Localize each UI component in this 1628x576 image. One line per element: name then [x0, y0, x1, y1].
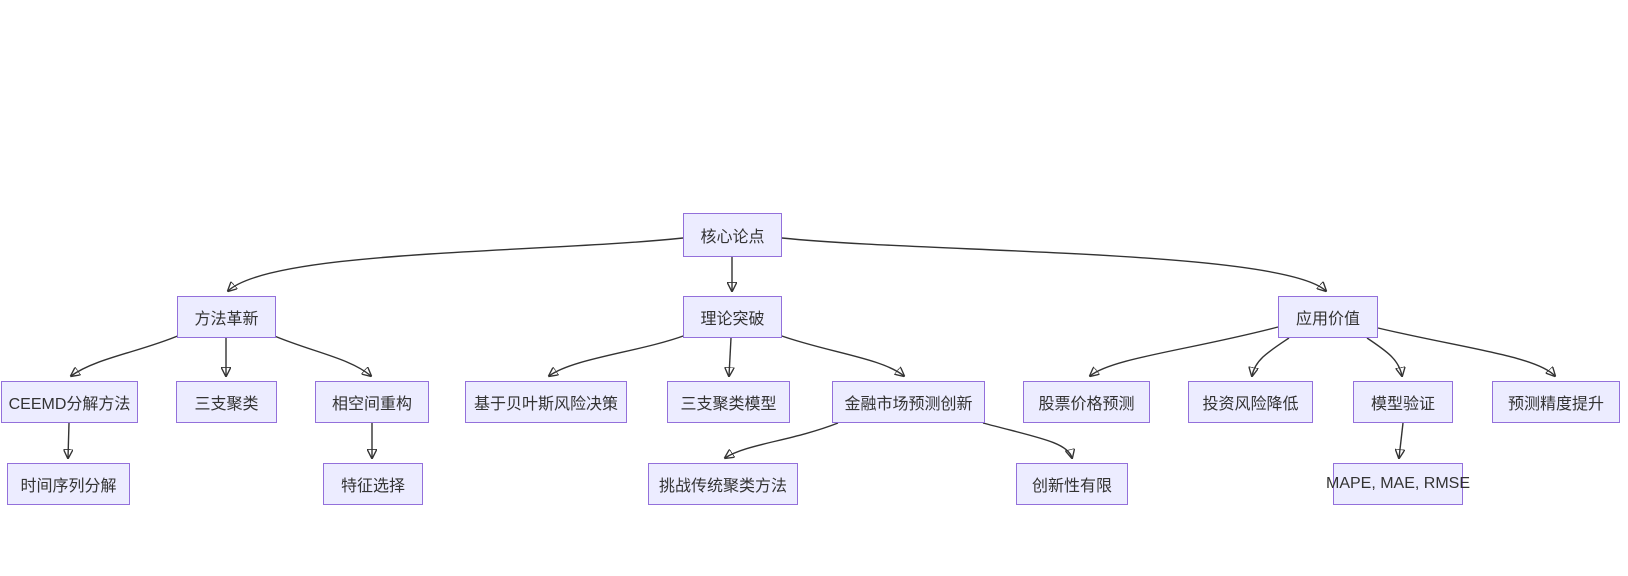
edge-application-to-stock-price [1090, 326, 1279, 376]
node-limited-novelty: 创新性有限 [1016, 463, 1128, 505]
edge-theory-to-financial-market [778, 334, 904, 376]
node-challenge-traditional-clustering: 挑战传统聚类方法 [648, 463, 798, 505]
node-core-thesis: 核心论点 [683, 213, 782, 257]
edge-theory-to-clustering-model [729, 337, 731, 376]
node-label: 特征选择 [340, 478, 405, 495]
edge-financial-to-challenge-clustering [725, 422, 839, 458]
node-stock-price-prediction: 股票价格预测 [1023, 381, 1150, 423]
node-label: 时间序列分解 [20, 478, 117, 495]
edge-method-to-phase-space [271, 334, 371, 376]
edge-method-to-ceemd [71, 334, 181, 376]
node-financial-market-forecast-innovation: 金融市场预测创新 [832, 381, 985, 423]
edge-ceemd-to-time-series [68, 422, 69, 458]
node-label: 模型验证 [1370, 396, 1435, 413]
edge-core-to-application-value [781, 237, 1326, 291]
edge-application-to-investment-risk [1252, 337, 1290, 376]
node-label: 股票价格预测 [1038, 396, 1135, 413]
node-label: 挑战传统聚类方法 [658, 478, 787, 495]
node-method-innovation: 方法革新 [177, 296, 276, 338]
node-phase-space-reconstruction: 相空间重构 [315, 381, 429, 423]
node-label: 核心论点 [700, 229, 765, 246]
node-mape-mae-rmse: MAPE, MAE, RMSE [1326, 463, 1470, 505]
node-label: 创新性有限 [1031, 478, 1112, 495]
node-label: 金融市场预测创新 [844, 396, 973, 413]
node-application-value: 应用价值 [1278, 296, 1378, 338]
edge-theory-to-bayesian-risk [549, 334, 687, 376]
node-label: CEEMD分解方法 [8, 396, 131, 413]
node-feature-selection: 特征选择 [323, 463, 423, 505]
edge-model-validation-to-metrics [1399, 422, 1403, 458]
node-three-way-clustering-model: 三支聚类模型 [667, 381, 790, 423]
node-time-series-decomposition: 时间序列分解 [7, 463, 130, 505]
edge-core-to-method-innovation [228, 237, 684, 291]
node-forecast-accuracy-improvement: 预测精度提升 [1492, 381, 1620, 423]
node-label: 三支聚类 [194, 396, 259, 413]
node-label: 预测精度提升 [1507, 396, 1604, 413]
node-ceemd-decomposition: CEEMD分解方法 [1, 381, 138, 423]
edge-application-to-forecast-accuracy [1377, 327, 1555, 376]
node-bayesian-risk-decision: 基于贝叶斯风险决策 [465, 381, 627, 423]
node-label: MAPE, MAE, RMSE [1325, 475, 1471, 492]
node-label: 应用价值 [1295, 311, 1360, 328]
node-label: 投资风险降低 [1202, 396, 1299, 413]
node-theory-breakthrough: 理论突破 [683, 296, 782, 338]
node-three-way-clustering: 三支聚类 [176, 381, 277, 423]
edge-application-to-model-validation [1366, 337, 1402, 376]
node-label: 相空间重构 [331, 396, 412, 413]
node-label: 三支聚类模型 [680, 396, 777, 413]
node-investment-risk-reduction: 投资风险降低 [1188, 381, 1313, 423]
node-label: 理论突破 [700, 311, 765, 328]
node-label: 基于贝叶斯风险决策 [473, 396, 618, 413]
node-label: 方法革新 [194, 311, 259, 328]
node-model-validation: 模型验证 [1353, 381, 1453, 423]
edge-financial-to-limited-novelty [982, 422, 1072, 458]
